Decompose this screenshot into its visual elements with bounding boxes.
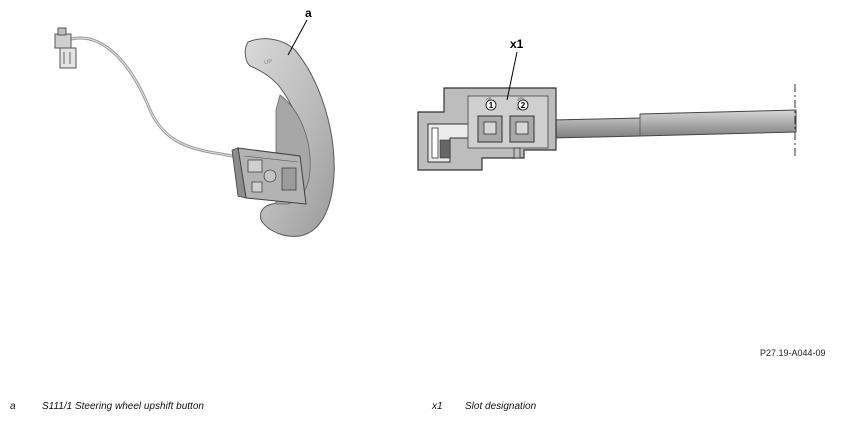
connector-drawing: 1 2 1 2 xyxy=(417,51,797,171)
pin-1-badge xyxy=(485,99,497,111)
callout-a-leader xyxy=(287,19,308,56)
connector-cable xyxy=(551,109,797,139)
figure-reference-code: P27.19-A044-09 xyxy=(760,348,826,358)
paddle-body xyxy=(244,38,335,237)
callout-a: a xyxy=(305,6,312,20)
button-wire xyxy=(67,36,246,160)
pin-2-badge xyxy=(517,99,529,111)
legend-text-x1: Slot designation xyxy=(465,401,537,412)
switch-module xyxy=(231,147,307,205)
paddle-marking: UP xyxy=(264,59,273,67)
legend-text-a: S111/1 Steering wheel upshift button xyxy=(42,401,204,412)
callout-x1-leader xyxy=(506,51,518,101)
legend-key-x1: x1 xyxy=(432,401,443,412)
pin-2-label: 2 xyxy=(521,101,526,110)
callout-x1: x1 xyxy=(510,37,524,51)
upshift-button-drawing: UP xyxy=(54,19,335,237)
pin-1-label: 1 xyxy=(489,101,494,110)
wire-plug xyxy=(54,27,77,69)
legend-key-a: a xyxy=(10,401,16,412)
